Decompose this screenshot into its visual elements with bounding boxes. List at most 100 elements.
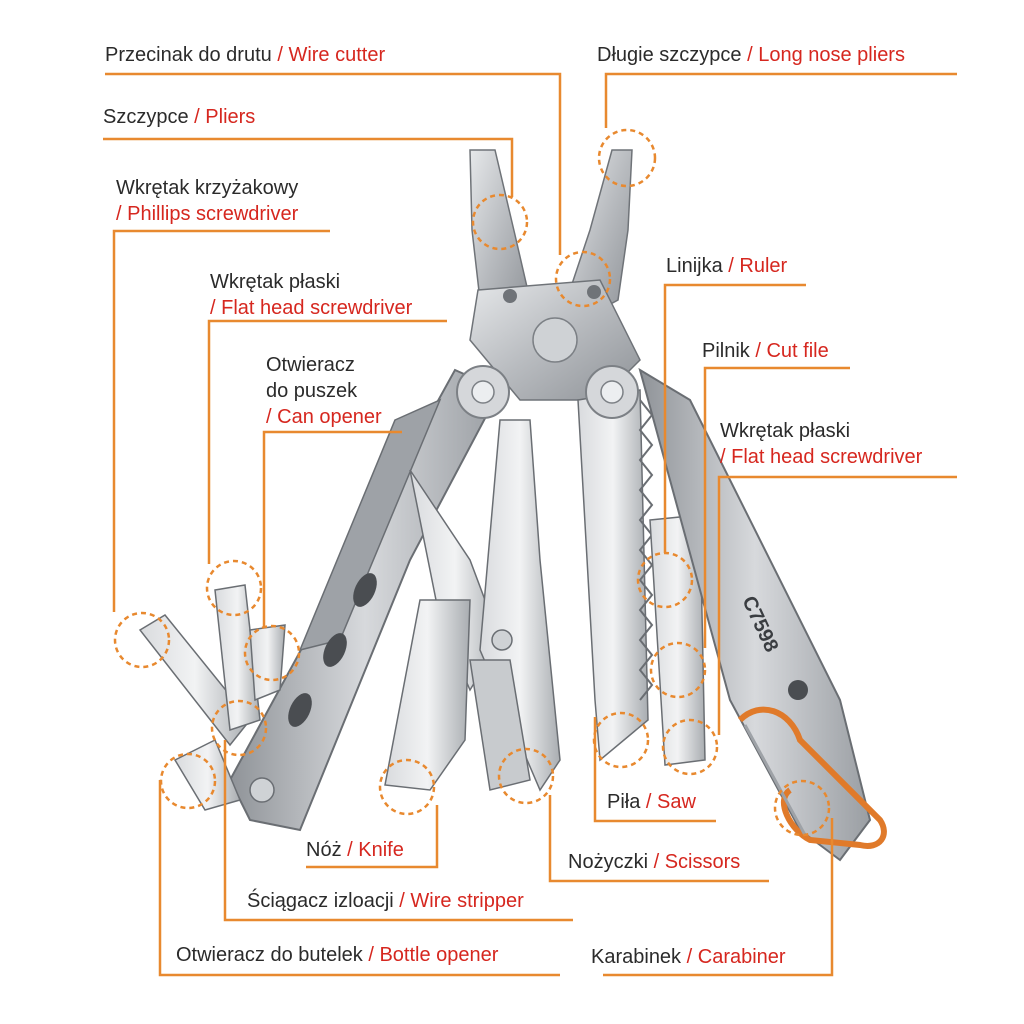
callout-wire-stripper [210, 699, 268, 757]
callout-wire-cutter [554, 250, 612, 308]
label-knife-en: Knife [358, 839, 404, 861]
label-ruler-pl: Linijka [666, 255, 723, 277]
label-bottle-opener-pl: Otwieracz do butelek [176, 944, 363, 966]
label-carabiner-pl: Karabinek [591, 946, 682, 968]
label-can-opener-en: Can opener [277, 406, 382, 428]
separator: / [720, 446, 726, 468]
label-wire-cutter: Przecinak do drutu / Wire cutter [105, 42, 385, 68]
separator: / [347, 839, 353, 861]
label-flat-left-pl: Wkrętak płaski [210, 271, 341, 293]
label-can-opener-pl1: Otwieracz [266, 354, 355, 376]
label-can-opener: Otwieracz do puszek / Can opener [266, 352, 382, 430]
leader-pliers [103, 137, 514, 197]
label-wire-stripper: Ściągacz izloacji / Wire stripper [247, 888, 524, 914]
label-flat-left-en: Flat head screwdriver [221, 297, 413, 319]
label-phillips: Wkrętak krzyżakowy / Phillips screwdrive… [116, 175, 298, 227]
callout-carabiner [773, 779, 831, 837]
separator: / [653, 851, 660, 873]
separator: / [755, 340, 761, 362]
label-knife: Nóż / Knife [306, 837, 404, 863]
leader-flat-left [207, 319, 447, 564]
label-wire-stripper-en: Wire stripper [410, 890, 524, 912]
leader-lines [103, 72, 957, 977]
label-carabiner-en: Carabiner [697, 946, 786, 968]
label-pliers: Szczypce / Pliers [103, 104, 255, 130]
separator: / [194, 106, 200, 128]
callout-file [649, 641, 707, 699]
pliers-jaws [469, 149, 641, 401]
leader-wire-stripper [223, 740, 573, 922]
label-long-nose-en: Long nose pliers [758, 44, 905, 66]
label-can-opener-pl2: do puszek [266, 380, 358, 402]
separator: / [277, 44, 283, 66]
separator: / [116, 203, 122, 225]
label-ruler: Linijka / Ruler [666, 253, 787, 279]
label-bottle-opener: Otwieracz do butelek / Bottle opener [176, 942, 498, 968]
leader-flat-right [717, 475, 957, 735]
label-pliers-pl: Szczypce [103, 106, 189, 128]
label-phillips-en: Phillips screwdriver [127, 203, 299, 225]
scissors [409, 419, 561, 792]
label-flat-right: Wkrętak płaski / Flat head screwdriver [720, 418, 922, 470]
carabiner [737, 706, 887, 849]
label-file-en: Cut file [766, 340, 829, 362]
label-wire-cutter-pl: Przecinak do drutu [105, 44, 272, 66]
callout-circles [113, 128, 831, 837]
callout-long-nose [597, 128, 657, 188]
label-saw-pl: Piła [607, 791, 641, 813]
leader-ruler [663, 283, 806, 553]
label-bottle-opener-en: Bottle opener [379, 944, 499, 966]
label-phillips-pl: Wkrętak krzyżakowy [116, 177, 299, 199]
separator: / [266, 406, 272, 428]
label-long-nose-pl: Długie szczypce [597, 44, 742, 66]
label-file: Pilnik / Cut file [702, 338, 829, 364]
label-wire-stripper-pl: Ściągacz izloacji [247, 890, 394, 912]
callout-saw [592, 711, 650, 769]
leader-wire-cutter [105, 72, 562, 255]
callout-bottle-opener [159, 752, 217, 810]
label-wire-cutter-en: Wire cutter [288, 44, 386, 66]
separator: / [368, 944, 374, 966]
callout-pliers [471, 193, 529, 251]
callout-phillips [113, 611, 171, 669]
label-ruler-en: Ruler [739, 255, 788, 277]
label-scissors-pl: Nożyczki [568, 851, 649, 873]
label-carabiner: Karabinek / Carabiner [591, 944, 786, 970]
leader-long-nose [604, 72, 957, 128]
leader-scissors [548, 795, 769, 883]
label-flat-right-en: Flat head screwdriver [731, 446, 923, 468]
separator: / [728, 255, 734, 277]
label-knife-pl: Nóż [306, 839, 342, 861]
callout-scissors [497, 747, 555, 805]
label-long-nose: Długie szczypce / Long nose pliers [597, 42, 905, 68]
separator: / [747, 44, 753, 66]
callout-flat-right [661, 718, 719, 776]
leader-knife [306, 805, 439, 869]
leader-bottle-opener [158, 780, 560, 977]
left-handle [228, 365, 510, 832]
saw-blade [577, 365, 654, 762]
label-pliers-en: Pliers [205, 106, 256, 128]
label-scissors-en: Scissors [664, 851, 741, 873]
callout-ruler [636, 551, 694, 609]
label-file-pl: Pilnik [702, 340, 750, 362]
separator: / [399, 890, 405, 912]
leader-can-opener [262, 430, 402, 627]
callout-knife [378, 758, 436, 816]
label-flat-right-pl: Wkrętak płaski [720, 420, 851, 442]
leader-saw [593, 717, 716, 823]
separator: / [645, 791, 652, 813]
leader-carabiner [603, 818, 834, 977]
separator: / [686, 946, 693, 968]
leader-file [703, 366, 850, 648]
knife [384, 599, 471, 791]
label-flat-left: Wkrętak płaski / Flat head screwdriver [210, 269, 412, 321]
label-scissors: Nożyczki / Scissors [568, 849, 740, 875]
leader-phillips [112, 229, 330, 612]
callout-flat-left [205, 559, 263, 617]
label-saw-en: Saw [657, 791, 696, 813]
label-saw: Piła / Saw [607, 789, 696, 815]
callout-can-opener [243, 624, 301, 682]
